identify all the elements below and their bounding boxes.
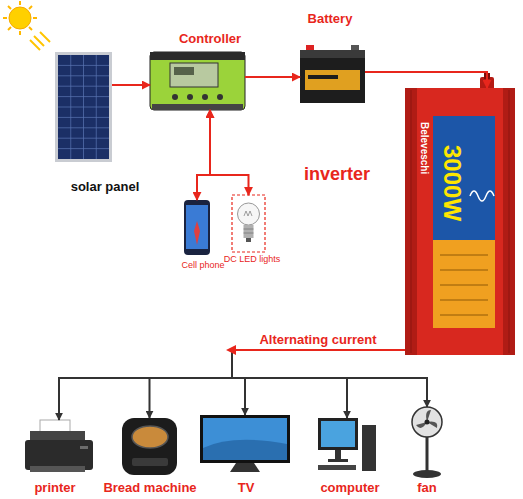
- device-label: DC LED lights: [214, 254, 290, 264]
- tv: TV: [200, 415, 290, 472]
- bread-machine: Bread machine: [122, 418, 177, 475]
- connector-arrow: [210, 110, 249, 195]
- connector-arrow: [232, 350, 405, 415]
- sun: [3, 1, 50, 50]
- computer-illustration: [318, 418, 376, 471]
- device-label: TV: [226, 481, 266, 496]
- device-label: inverter: [287, 164, 387, 185]
- cell-phone: Cell phone: [184, 200, 210, 255]
- fan-illustration: [412, 407, 442, 478]
- cell-phone-illustration: [184, 200, 210, 255]
- device-label: fan: [407, 481, 447, 496]
- device-label: computer: [310, 481, 390, 496]
- printer-illustration: [25, 420, 93, 472]
- connector-arrow: [365, 72, 487, 88]
- solar-panel: solar panel: [55, 52, 112, 162]
- device-label: solar panel: [60, 180, 150, 195]
- inverter: inverterBeleveschi3000W: [405, 88, 515, 355]
- edge-label: Alternating current: [243, 333, 393, 348]
- device-label: Bread machine: [95, 481, 205, 496]
- connector-arrow: [150, 350, 406, 418]
- connector-arrow: [232, 350, 405, 418]
- battery: Battery: [300, 50, 365, 103]
- product-print: Beleveschi: [418, 122, 430, 174]
- led-bulb-illustration: [232, 195, 265, 252]
- ac-arrow-head: [226, 345, 236, 355]
- computer: computer: [318, 418, 376, 471]
- controller-illustration: [150, 52, 245, 110]
- connector-arrow: [112, 84, 150, 86]
- device-label: printer: [20, 481, 90, 496]
- connector-arrow: [245, 76, 300, 78]
- device-label: Controller: [165, 32, 255, 47]
- connector-arrow: [232, 350, 427, 407]
- device-label: Battery: [290, 12, 370, 27]
- inverter-illustration: [405, 73, 515, 355]
- battery-illustration: [300, 45, 365, 103]
- solar-panel-illustration: [55, 52, 112, 162]
- product-print: 3000W: [438, 145, 466, 221]
- controller: Controller: [150, 52, 245, 110]
- fan: fan: [412, 407, 442, 478]
- bread-machine-illustration: [122, 418, 177, 475]
- dc-led-lights: DC LED lights: [232, 195, 265, 252]
- tv-illustration: [200, 415, 290, 472]
- connector-arrow: [197, 110, 210, 200]
- ac-arrow-line: [234, 349, 405, 351]
- printer: printer: [25, 420, 93, 473]
